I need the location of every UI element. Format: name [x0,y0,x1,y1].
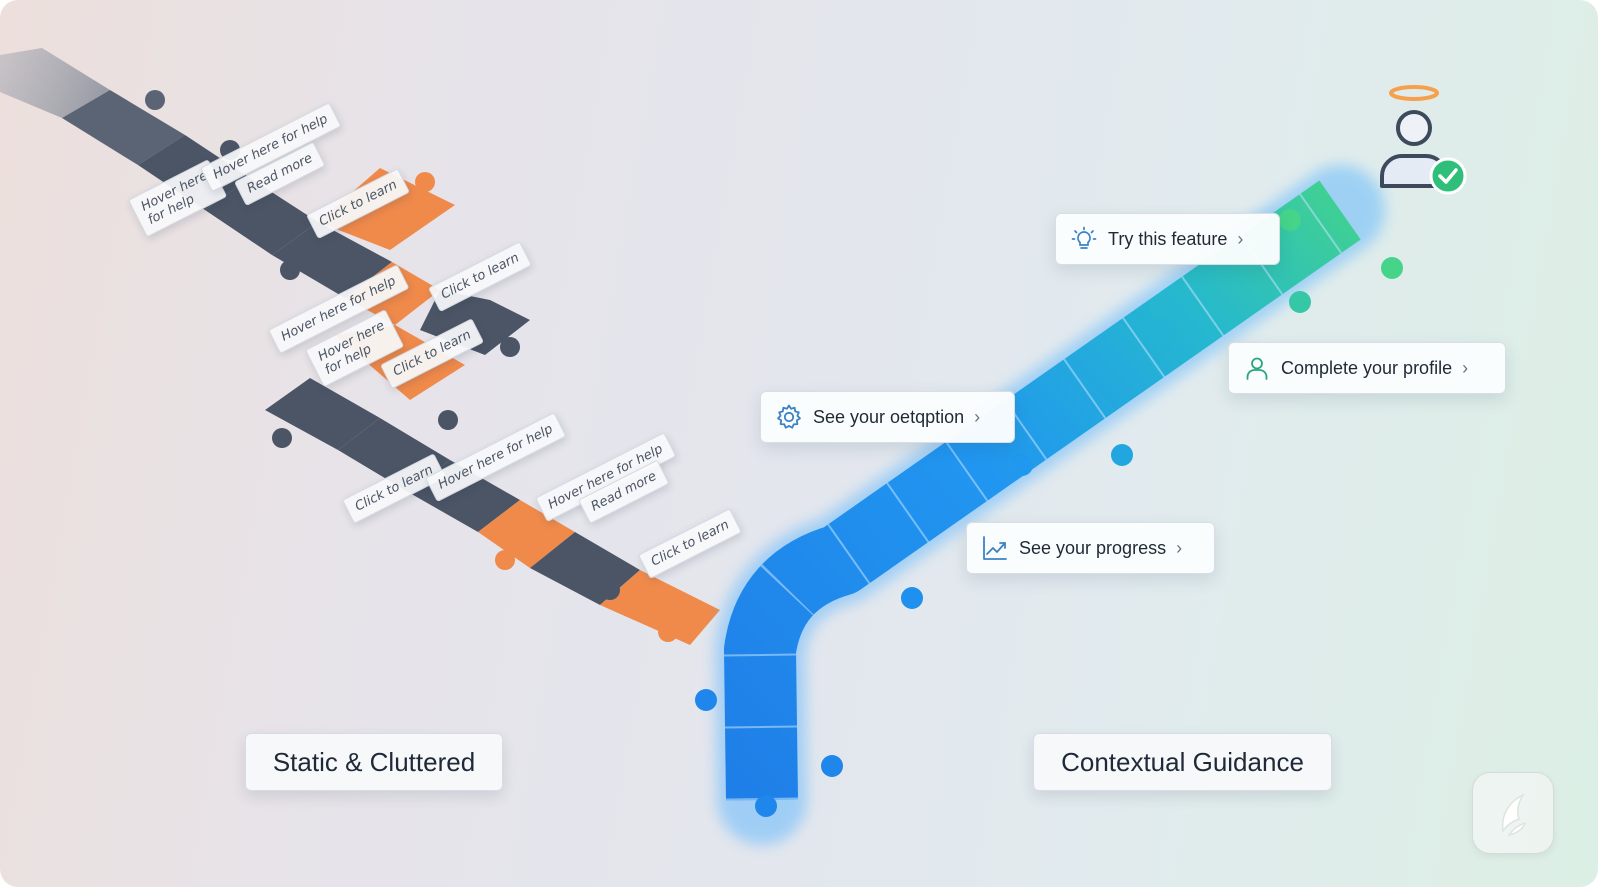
puzzle-tab [1279,209,1301,231]
puzzle-tab [415,172,435,192]
user-icon [1241,352,1273,384]
guided-puzzle-path [695,165,1403,845]
guide-label: See your oetqption [813,406,965,427]
puzzle-tab [821,755,843,777]
puzzle-tab [1149,297,1171,319]
puzzle-tab [495,550,515,570]
path-body [724,180,1361,801]
puzzle-piece-orange [600,570,720,645]
section-title-text: Contextual Guidance [1061,746,1304,777]
guide-label: See your progress [1019,537,1167,558]
puzzle-tab [1011,454,1033,476]
puzzle-tab [1289,291,1311,313]
brand-logo-icon [1501,793,1527,837]
chevron-right-icon: › [974,406,981,427]
puzzle-piece-dark [62,90,185,165]
guide-try-feature[interactable]: Try this feature › [1055,213,1280,265]
puzzle-piece-dark [265,378,380,450]
guide-label: Try this feature [1108,228,1228,249]
puzzle-piece-dark [272,222,392,298]
puzzle-tab [695,689,717,711]
puzzle-tab [1381,257,1403,279]
lightbulb-icon [1068,223,1100,255]
section-title-contextual: Contextual Guidance [1033,733,1332,791]
chevron-right-icon: › [1237,228,1244,249]
brand-logo-badge [1472,772,1554,854]
guide-see-option[interactable]: See your oetqption › [760,391,1015,443]
puzzle-tab [658,622,678,642]
chevron-right-icon: › [1176,537,1183,558]
puzzle-tab [901,587,923,609]
puzzle-tab [438,410,458,430]
guide-complete-profile[interactable]: Complete your profile › [1228,342,1506,394]
puzzle-piece-dark [0,48,110,118]
puzzle-piece-dark [205,178,318,255]
puzzle-piece-orange [478,500,575,568]
gear-icon [773,401,805,433]
puzzle-tab [1111,444,1133,466]
guide-label: Complete your profile [1281,357,1453,378]
trend-chart-icon [979,532,1011,564]
avatar [1376,84,1472,200]
puzzle-tab [600,580,620,600]
puzzle-tab [145,90,165,110]
user-halo-icon [1380,85,1467,195]
puzzle-tab [272,428,292,448]
section-title-static: Static & Cluttered [245,733,503,791]
puzzle-tab [280,260,300,280]
guide-see-progress[interactable]: See your progress › [966,522,1215,574]
puzzle-tab [500,337,520,357]
chevron-right-icon: › [1462,357,1469,378]
puzzle-tab [755,795,777,817]
section-title-text: Static & Cluttered [272,746,476,777]
